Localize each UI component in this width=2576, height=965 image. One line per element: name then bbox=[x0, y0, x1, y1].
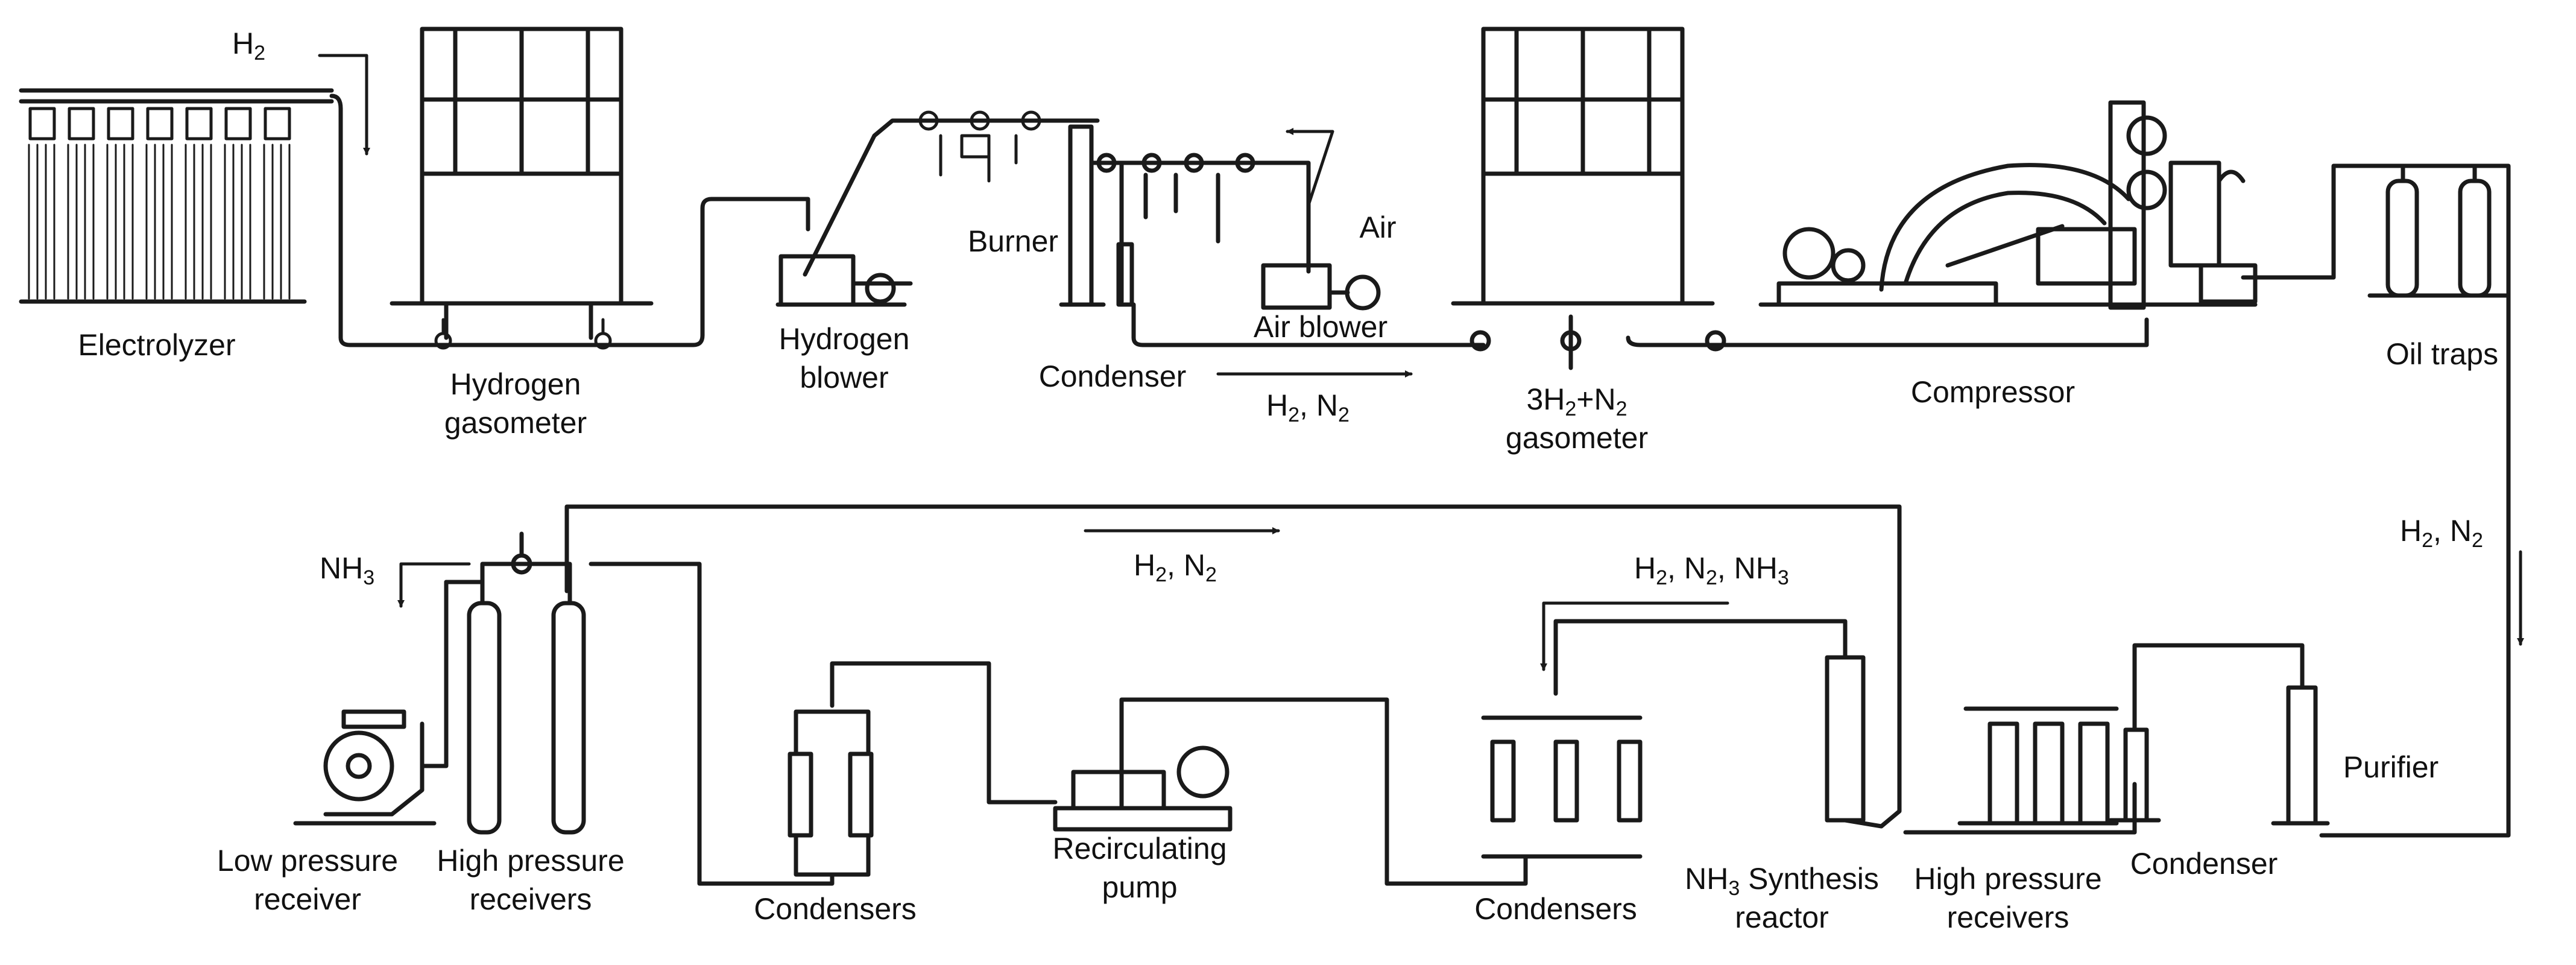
label-h2-in: H2 bbox=[232, 27, 266, 65]
synthesis-reactor-drawing bbox=[564, 504, 1902, 829]
label-air-blower: Air blower bbox=[1253, 310, 1388, 344]
label-condensers-left: Condensers bbox=[754, 892, 917, 926]
mix-gasometer-drawing bbox=[1451, 27, 1726, 370]
condensers-mid-drawing bbox=[1119, 697, 1643, 886]
nh3-outlet-arrow bbox=[397, 562, 471, 608]
label-h2-n2-right: H2, N2 bbox=[2400, 514, 2483, 552]
recirculating-pump-drawing bbox=[830, 661, 1233, 832]
burner-valves bbox=[918, 110, 1041, 183]
label-h2-n2-recycle: H2, N2 bbox=[1134, 548, 1217, 586]
pipe-electrolyzer-gasometer bbox=[329, 93, 623, 347]
label-condenser-bottom: Condenser bbox=[2130, 847, 2278, 881]
label-h2-n2-nh3: H2, N2, NH3 bbox=[1634, 551, 1789, 589]
top-condenser-drawing bbox=[1059, 124, 1311, 307]
label-compressor: Compressor bbox=[1910, 375, 2076, 409]
pipe-compressor-oiltraps bbox=[2241, 163, 2481, 280]
label-purifier: Purifier bbox=[2343, 750, 2439, 784]
oil-traps-drawing bbox=[2367, 163, 2511, 298]
hydrogen-gasometer-drawing bbox=[390, 27, 654, 340]
hydrogen-blower-drawing bbox=[775, 118, 1100, 307]
purifier-drawing bbox=[2108, 643, 2330, 826]
label-burner: Burner bbox=[967, 224, 1059, 258]
hp-receivers-left-drawing bbox=[444, 531, 586, 835]
low-pressure-receiver-drawing bbox=[293, 580, 449, 826]
label-condenser-top: Condenser bbox=[1038, 359, 1187, 393]
pipe-condenser-gasometer bbox=[1131, 302, 1486, 347]
label-condensers-mid: Condensers bbox=[1474, 892, 1637, 926]
condensers-left-drawing bbox=[589, 562, 874, 886]
air-blower-drawing bbox=[1261, 263, 1381, 311]
label-mix-gasometer: 3H2+N2 gasometer bbox=[1505, 382, 1649, 455]
label-air: Air bbox=[1359, 210, 1397, 244]
label-oil-traps: Oil traps bbox=[2385, 337, 2499, 371]
pipe-gasometer-compressor bbox=[1626, 317, 2149, 347]
compressor-drawing bbox=[1758, 100, 2258, 310]
pipe-gasometer-blower bbox=[619, 197, 810, 347]
label-synthesis-reactor: NH3 Synthesis reactor bbox=[1685, 862, 1879, 934]
h2-n2-nh3-arrow bbox=[1540, 601, 1729, 671]
hp-receivers-right-drawing bbox=[1903, 706, 2137, 835]
label-electrolyzer: Electrolyzer bbox=[78, 328, 236, 362]
electrolyzer-cells bbox=[19, 88, 334, 304]
h2-inlet-arrow bbox=[318, 54, 370, 156]
pipe-oiltraps-purifier bbox=[2319, 163, 2511, 838]
air-inlet-arrow bbox=[1286, 128, 1334, 207]
gasometer-valves bbox=[434, 318, 612, 350]
label-nh3-out: NH3 bbox=[320, 551, 375, 589]
label-h2-n2-top: H2, N2 bbox=[1266, 388, 1350, 426]
